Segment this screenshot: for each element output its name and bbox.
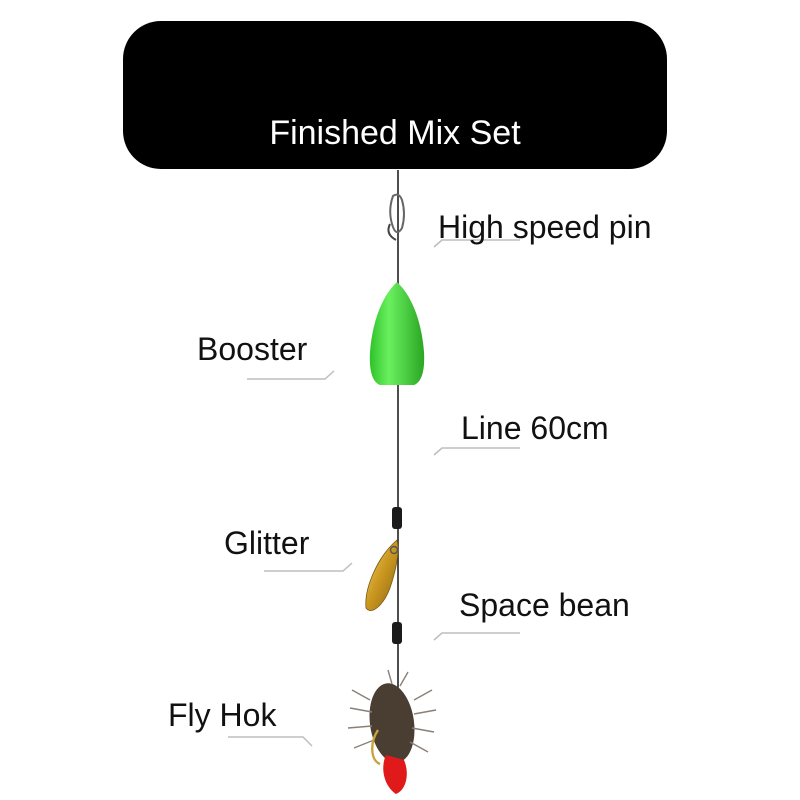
leader-line-fly [228,736,313,747]
glitter-icon [365,539,399,611]
booster-icon [369,282,425,385]
title-text: Finished Mix Set [269,114,521,152]
fly-hook-icon [347,669,437,794]
title-banner: Finished Mix Set [123,21,667,169]
leader-line-space-bean [433,632,520,641]
label-fly-hook: Fly Hok [168,697,277,733]
label-glitter: Glitter [224,525,310,561]
leader-line-line [433,447,520,456]
label-space-bean: Space bean [459,587,630,623]
leader-line-booster [247,370,335,380]
space-bean-icon [392,507,402,529]
leader-line-glitter [264,562,353,572]
label-booster: Booster [197,331,308,367]
space-bean-icon [392,622,402,644]
high-speed-pin-icon [387,193,405,241]
label-high-speed-pin: High speed pin [438,209,652,245]
leader-line-pin [433,239,520,248]
label-line: Line 60cm [461,410,609,446]
